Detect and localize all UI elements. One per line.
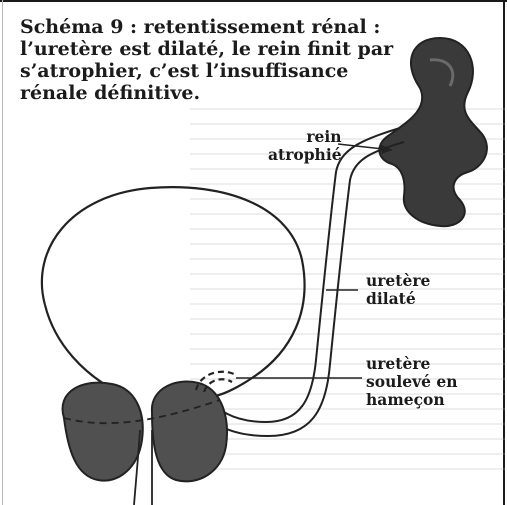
label-uretere-souleve: uretère soulevé en hameçon bbox=[366, 355, 457, 409]
prostate-lobe-right bbox=[152, 382, 227, 482]
bladder-neck bbox=[45, 305, 118, 392]
schema-title: Schéma 9 : retentissement rénal : l’uret… bbox=[20, 16, 400, 104]
prostate-lobe-left bbox=[63, 383, 143, 481]
label-uretere-dilate: uretère dilaté bbox=[366, 272, 430, 308]
label-rein-atrophie: rein atrophié bbox=[268, 128, 342, 164]
